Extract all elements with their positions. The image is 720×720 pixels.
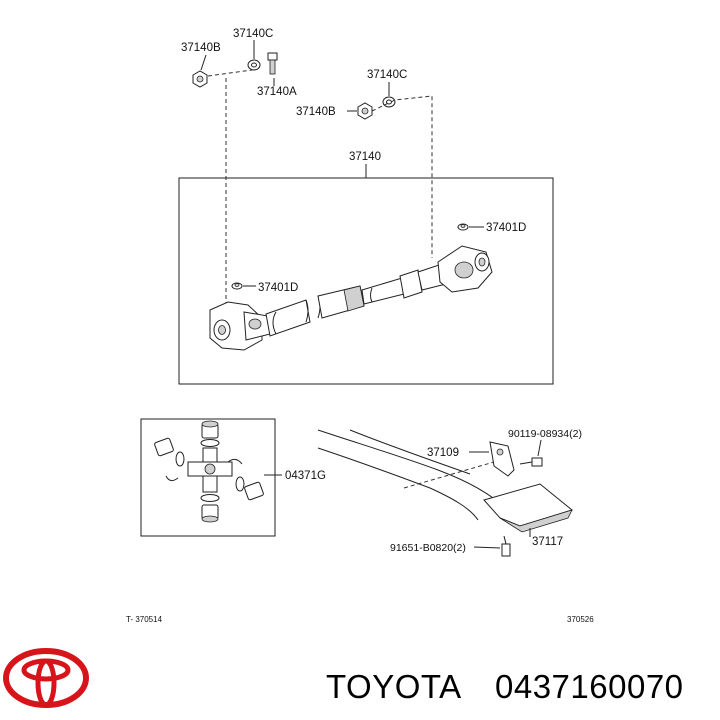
label-37140A: 37140A [257, 86, 297, 98]
label-04371G: 04371G [285, 470, 326, 482]
propeller-shaft-37140 [209, 245, 493, 351]
label-37401D-right: 37401D [486, 222, 526, 234]
label-37140C-mid: 37140C [367, 69, 407, 81]
grease-fitting-37401D-right [457, 223, 469, 231]
label-37140B-top: 37140B [181, 42, 221, 54]
label-37140C-top: 37140C [233, 28, 273, 40]
label-37109: 37109 [427, 447, 459, 459]
footer-brand: TOYOTA [326, 668, 462, 705]
bolt-91651-B0820 [501, 535, 511, 557]
bracket-37109 [489, 441, 515, 477]
footer-part-number: 0437160070 [495, 668, 684, 705]
universal-joint-04371G [154, 420, 264, 523]
label-37117: 37117 [532, 536, 563, 548]
floor-outline [317, 429, 517, 521]
grease-fitting-37401D-left [231, 282, 243, 290]
propeller-shaft-box [178, 177, 554, 385]
heat-insulator-37117 [483, 483, 574, 533]
bolt-90119-08934 [519, 457, 543, 467]
nut-37140B-top [192, 70, 208, 88]
washer-37140C-top [247, 59, 261, 71]
drawing-code-left: T- 370514 [126, 615, 163, 624]
nut-37140B-mid [357, 102, 373, 120]
universal-joint-kit-box [140, 418, 276, 537]
toyota-logo-icon [3, 648, 89, 708]
label-37401D-left: 37401D [258, 282, 298, 294]
washer-37140C-mid [382, 96, 396, 108]
label-90119-08934: 90119-08934(2) [508, 428, 582, 440]
drawing-code-right: 370526 [567, 615, 594, 624]
label-37140: 37140 [349, 151, 381, 163]
bolt-37140A [267, 52, 278, 75]
label-37140B-mid: 37140B [296, 106, 336, 118]
label-91651-B0820: 91651-B0820(2) [390, 542, 466, 554]
